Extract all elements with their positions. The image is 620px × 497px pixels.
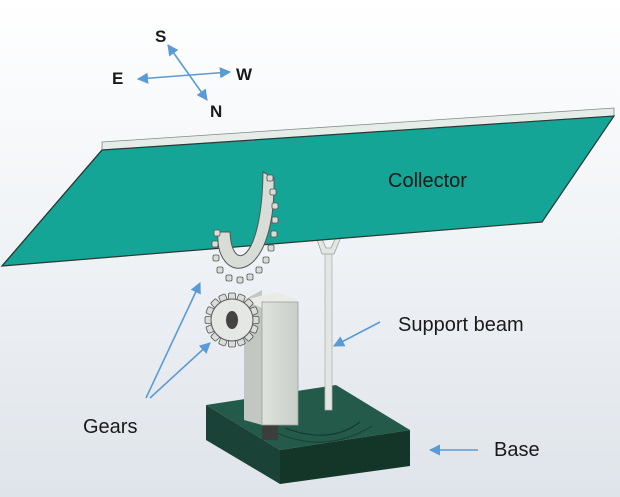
gear-tooth (213, 229, 221, 237)
gear-tooth (216, 266, 224, 274)
gear-tooth (271, 202, 279, 210)
base-label: Base (494, 439, 540, 461)
support-beam-label: Support beam (398, 314, 524, 336)
gear-tooth (236, 276, 244, 284)
gear-tooth (270, 230, 278, 238)
gears-label: Gears (83, 416, 137, 438)
gear-tooth (225, 274, 233, 282)
small-gear (204, 292, 260, 348)
compass: S E W N (112, 27, 253, 121)
gear-tooth (266, 174, 274, 182)
gears-pointer-lower (149, 342, 211, 399)
south-label: S (155, 27, 166, 46)
pedestal-top (244, 292, 298, 308)
support-beam-pointer (333, 321, 381, 347)
gear-tooth (267, 244, 275, 252)
gear-tooth (255, 266, 263, 274)
south-north-arrow (167, 44, 208, 101)
gear-tooth (212, 254, 220, 262)
gear-tooth (271, 216, 279, 224)
gears-pointer-upper (145, 281, 201, 399)
collector-panel (0, 107, 616, 267)
north-label: N (210, 102, 222, 121)
pedestal-front (261, 301, 299, 426)
west-label: W (236, 65, 253, 84)
east-label: E (112, 69, 123, 88)
support-beam (315, 236, 342, 411)
base-left-face (206, 405, 280, 484)
gear-tooth (269, 188, 277, 196)
collector-label: Collector (388, 170, 467, 192)
gear-tooth (262, 256, 270, 264)
base-front-face (280, 430, 410, 484)
gear-tooth (246, 273, 254, 281)
gear-tooth (211, 240, 219, 248)
arc-gear (211, 171, 279, 284)
